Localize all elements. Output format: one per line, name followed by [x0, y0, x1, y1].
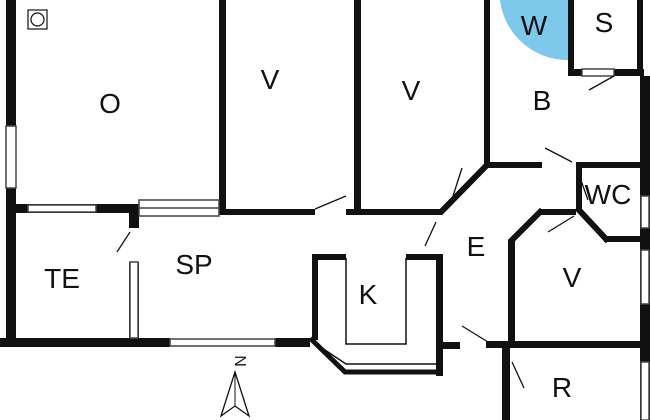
wall-wc-left [576, 162, 582, 210]
wall-b-bottom-a [486, 162, 542, 168]
wall-left-upper [6, 0, 16, 126]
room-label-s: S [595, 7, 614, 38]
wall-diagonal-e-top [437, 161, 491, 216]
diagonal-walls [308, 161, 611, 375]
fireplace-icon [27, 9, 48, 30]
wall-e-bottom-a [440, 342, 460, 349]
window-v3 [640, 249, 650, 305]
windows [5, 68, 650, 420]
compass-label: N [231, 355, 248, 367]
wall-w-s [568, 0, 574, 76]
wall-bottom-left [0, 338, 170, 347]
north-arrow-icon: N [219, 355, 251, 418]
room-label-r: R [552, 372, 572, 403]
wall-s-bottom-left [568, 69, 582, 76]
wall-k-right [436, 254, 443, 376]
wall-k-left [312, 254, 318, 340]
door-e-bottom [461, 325, 489, 343]
door-b [544, 147, 573, 163]
room-label-sp: SP [175, 249, 212, 280]
wall-wc-bottom [604, 236, 644, 242]
door-k [424, 221, 437, 247]
door-r [511, 361, 525, 389]
window-wc [640, 195, 650, 229]
door-v1 [314, 195, 347, 210]
door-te [116, 231, 131, 253]
room-label-b: B [533, 85, 552, 116]
window-s-bottom [581, 68, 615, 77]
wall-left-lower [6, 188, 16, 342]
wall-te-right-top [129, 204, 139, 228]
window-te-right [129, 261, 139, 339]
room-label-k: K [359, 279, 378, 310]
room-label-w: W [521, 10, 548, 41]
door-s [588, 75, 615, 91]
room-label-v3: V [563, 262, 582, 293]
door-v3 [547, 215, 575, 233]
window-r [640, 361, 650, 420]
kitchen-counter [345, 258, 407, 345]
wall-bottom-mid [275, 338, 310, 347]
counter-outline [345, 258, 407, 345]
wall-diagonal-wc [574, 205, 611, 244]
room-labels: O V V W S B WC TE SP K E V R [44, 7, 631, 403]
wall-s-right [637, 0, 643, 76]
wall-v1-v2 [354, 0, 361, 215]
wall-v3-bottom [486, 341, 644, 348]
room-label-e: E [467, 231, 486, 262]
window-sp-bottom [169, 338, 276, 347]
wall-right [640, 76, 650, 420]
room-label-v1: V [261, 64, 280, 95]
doors [116, 75, 615, 389]
wall-b-bottom-b [578, 162, 644, 168]
door-wc [577, 171, 589, 201]
wall-corridor-top-b [346, 209, 442, 215]
wall-k-top-left [312, 254, 346, 260]
wall-s-bottom-right [614, 69, 644, 76]
wall-k-bay [308, 336, 443, 375]
wall-k-bay-inner [314, 342, 441, 365]
wall-r-left [502, 344, 510, 420]
window-o-bottom [27, 204, 97, 213]
wall-corridor-top-a [220, 209, 315, 215]
wall-v3-left [508, 240, 515, 344]
wall-o-v1 [219, 0, 226, 215]
wall-diagonal-v3 [507, 207, 545, 245]
whirlpool-icon [500, 0, 568, 61]
room-label-wc: WC [585, 179, 632, 210]
window-o-left [5, 125, 17, 189]
room-label-te: TE [44, 263, 80, 294]
wall-v2-b [484, 0, 490, 168]
room-label-o: O [99, 88, 121, 119]
door-v2 [452, 167, 463, 197]
wall-v3-top [540, 209, 576, 215]
room-label-v2: V [402, 75, 421, 106]
wall-k-top-right [406, 254, 440, 260]
